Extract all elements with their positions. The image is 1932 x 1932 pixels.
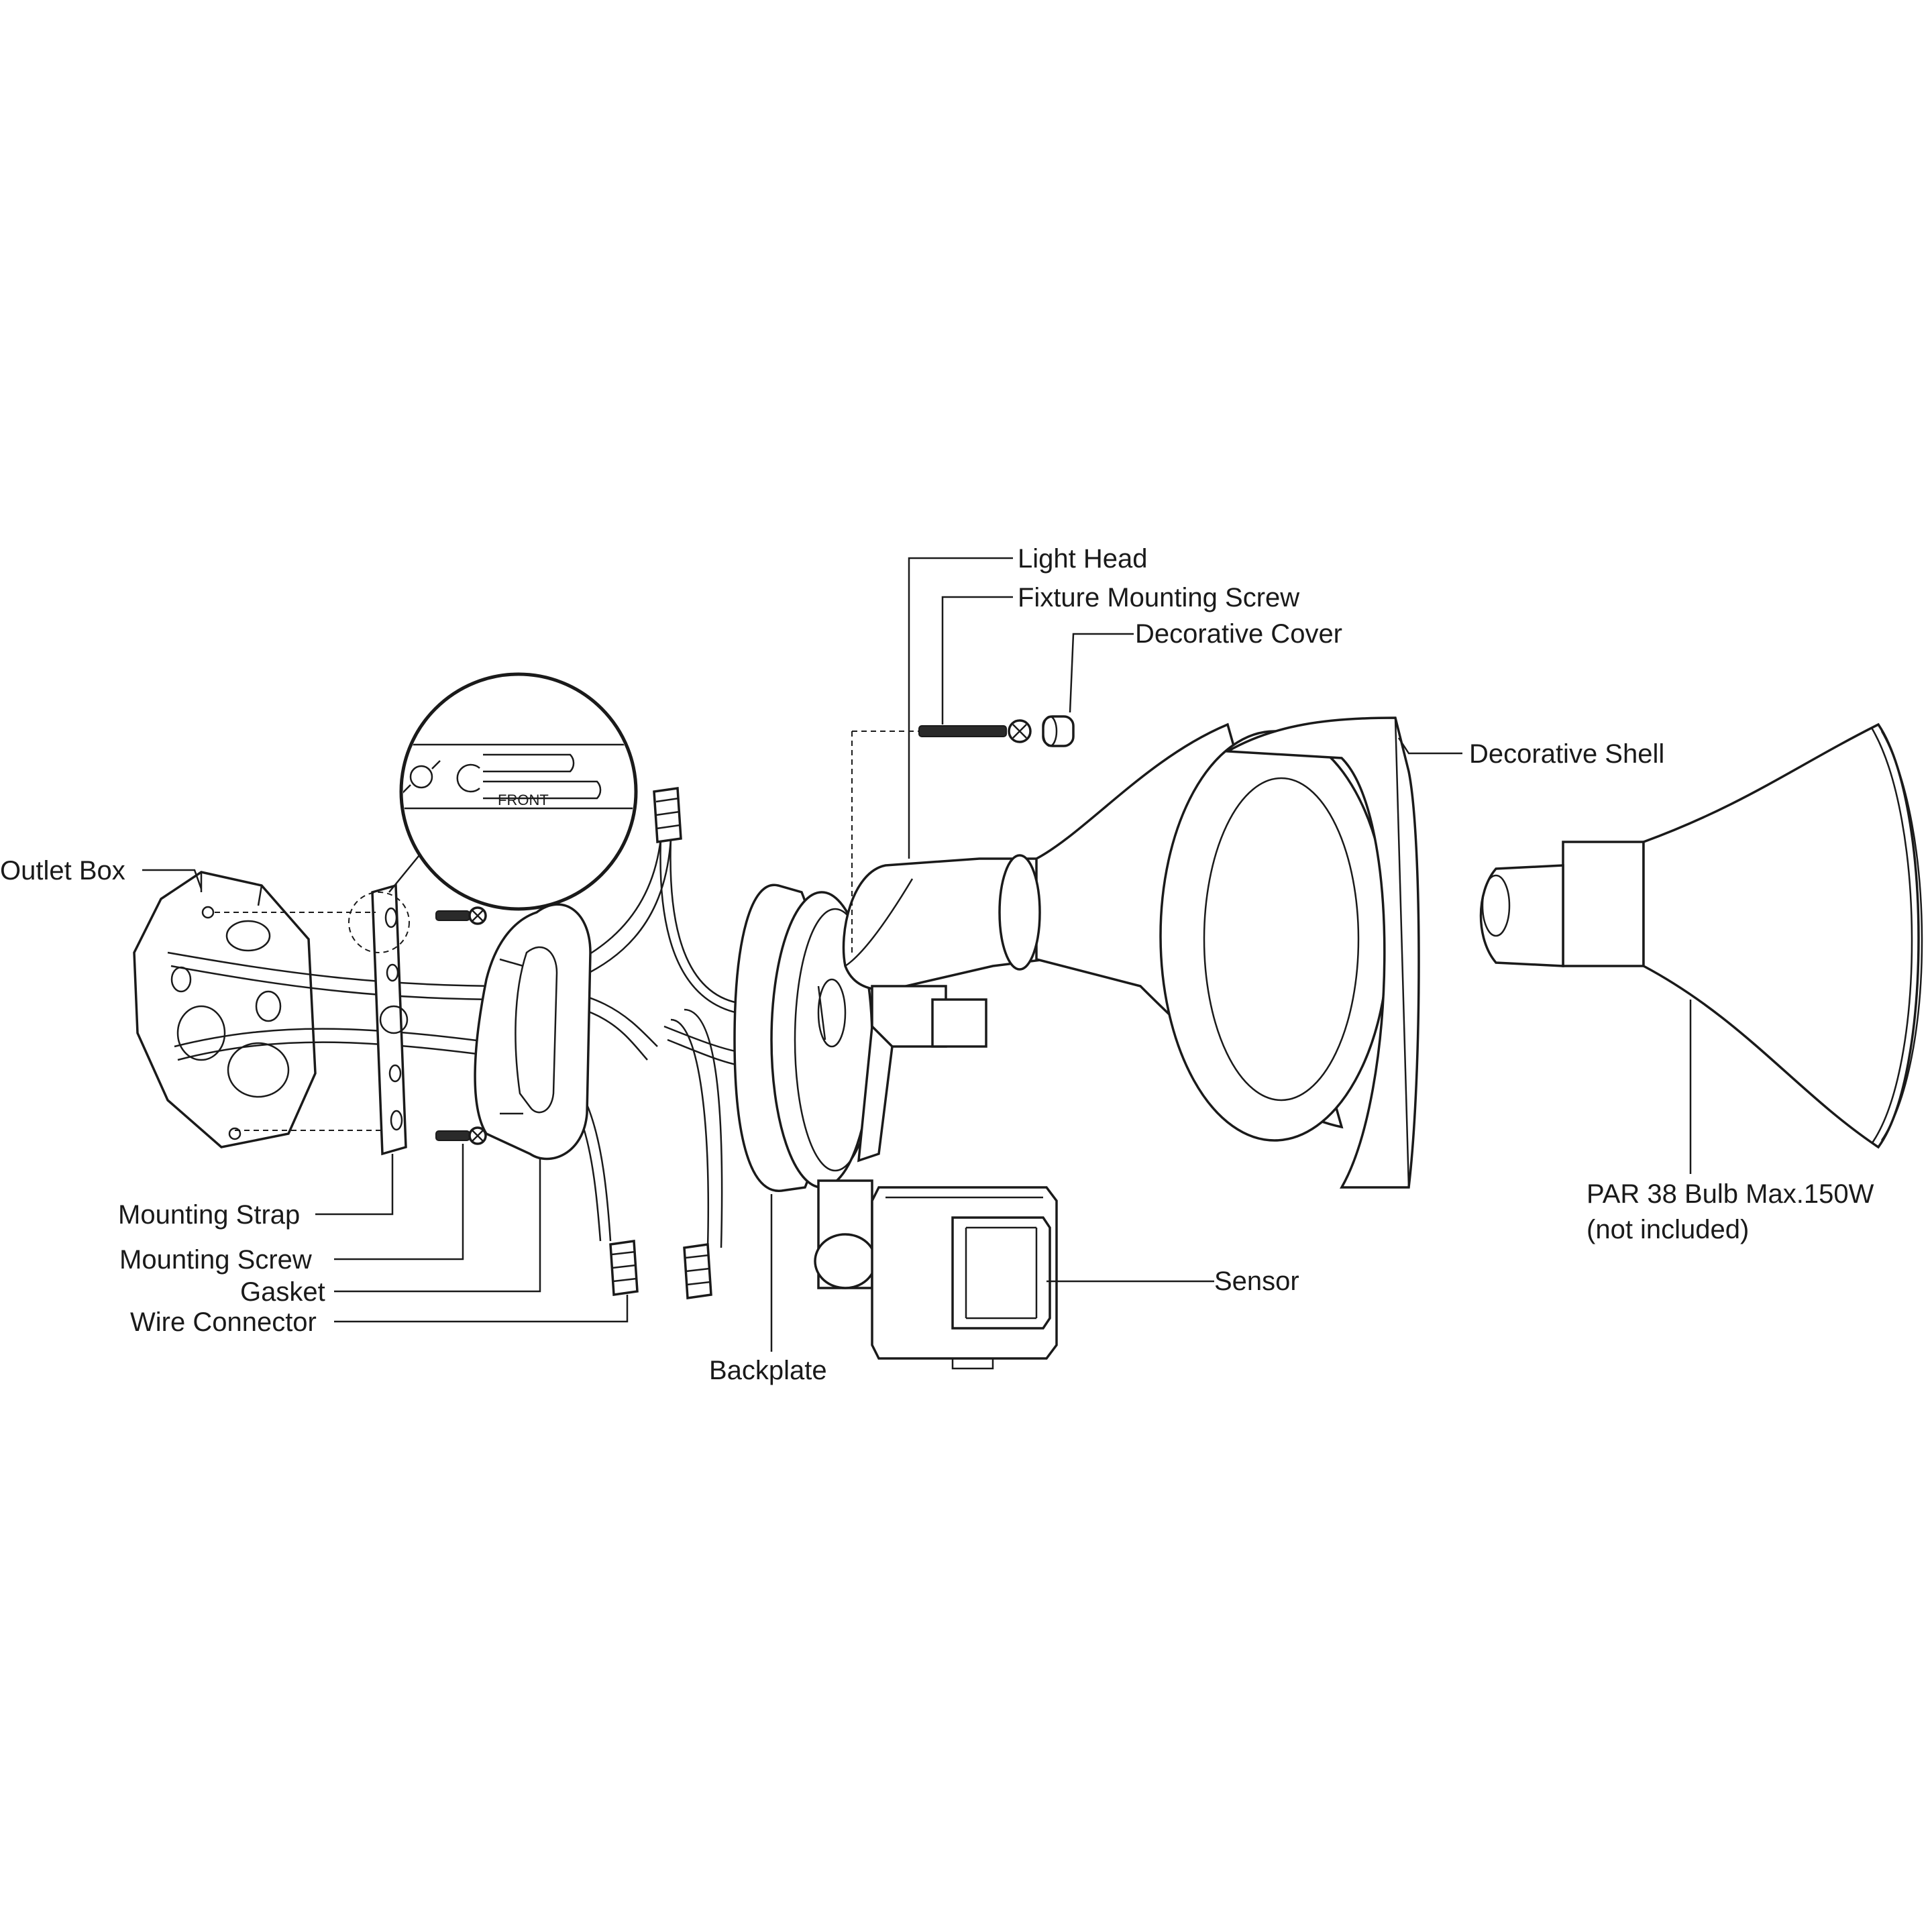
light-head: [817, 722, 1390, 1163]
label-light-head: Light Head: [1018, 544, 1147, 574]
strap-detail-zoom: FRONT: [399, 672, 638, 911]
label-backplate: Backplate: [709, 1356, 827, 1385]
label-mounting-screw: Mounting Screw: [119, 1245, 312, 1275]
wire-connector-top: [653, 787, 682, 843]
outlet-box: [133, 871, 317, 1148]
label-mounting-strap: Mounting Strap: [118, 1200, 300, 1230]
decorative-shell: [1224, 716, 1420, 1189]
label-fixture-mounting-screw: Fixture Mounting Screw: [1018, 583, 1299, 612]
label-gasket: Gasket: [240, 1277, 325, 1307]
mounting-screw-bottom: [435, 1126, 487, 1145]
wire-connector-left: [609, 1240, 639, 1296]
label-wire-connector: Wire Connector: [130, 1307, 317, 1337]
mounting-strap: [371, 883, 409, 1156]
label-bulb-line1: PAR 38 Bulb Max.150W: [1587, 1179, 1874, 1209]
fixture-mounting-screw: [918, 719, 1032, 743]
mounting-screw-top: [435, 906, 487, 925]
decorative-cover: [1042, 715, 1075, 747]
gasket: [474, 903, 592, 1161]
sensor: [814, 1179, 1058, 1370]
label-decorative-shell: Decorative Shell: [1469, 739, 1664, 769]
label-decorative-cover: Decorative Cover: [1135, 619, 1342, 649]
label-bulb-line2: (not included): [1587, 1215, 1749, 1244]
label-sensor: Sensor: [1214, 1267, 1299, 1296]
wire-connector-right: [683, 1243, 712, 1299]
detail-front-label: FRONT: [498, 792, 549, 808]
label-outlet-box: Outlet Box: [0, 856, 125, 885]
par38-bulb: [1479, 722, 1923, 1149]
